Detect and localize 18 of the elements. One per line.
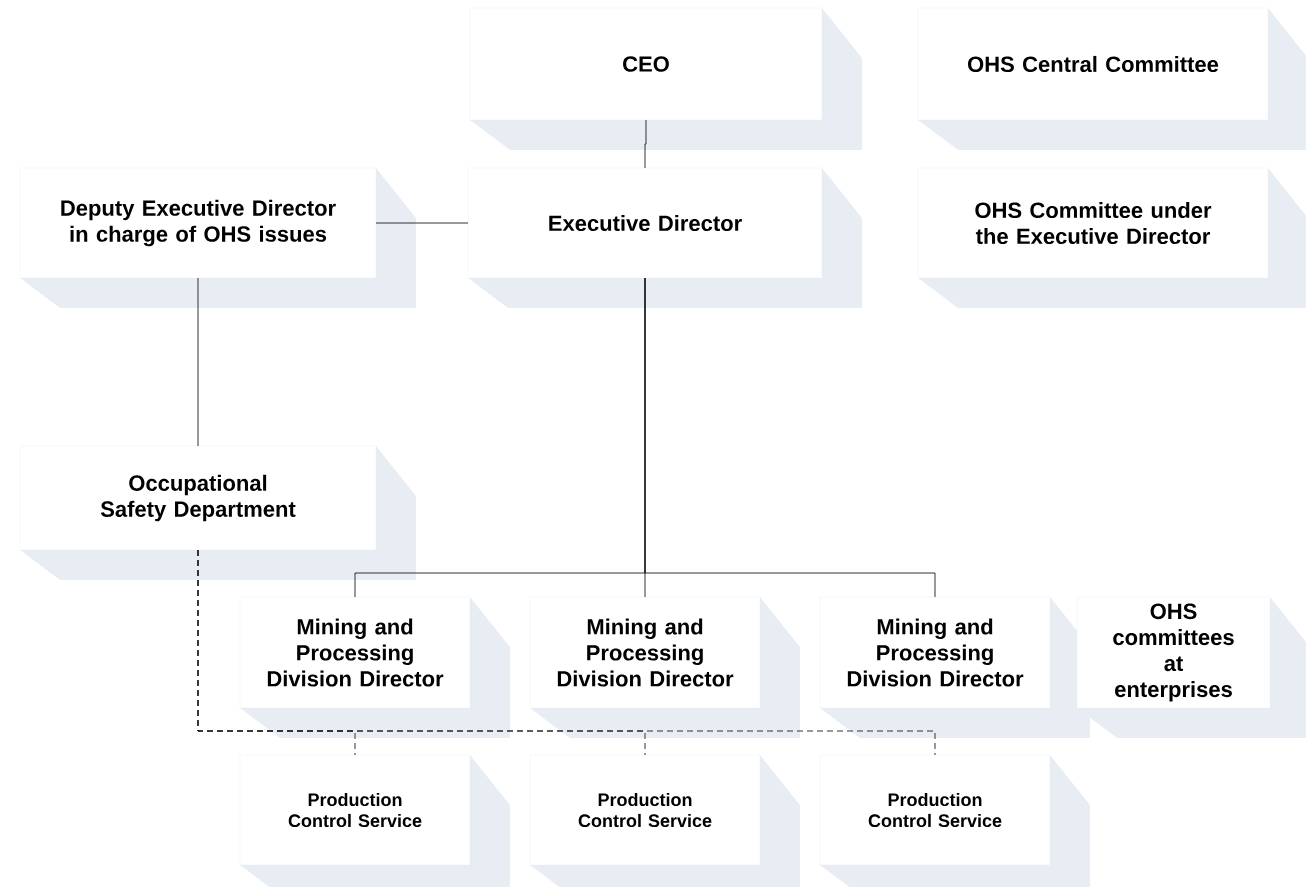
connector-line bbox=[644, 277, 936, 598]
org-box: Deputy Executive Director in charge of OHS issues bbox=[19, 167, 377, 279]
org-box: Mining and Processing Division Director bbox=[819, 596, 1051, 709]
org-box: Mining and Processing Division Director bbox=[239, 596, 471, 709]
org-box: Production Control Service bbox=[529, 754, 761, 866]
connector-line bbox=[197, 277, 199, 447]
org-box: Production Control Service bbox=[819, 754, 1051, 866]
org-box: Occupational Safety Department bbox=[19, 445, 377, 551]
dashed-connector bbox=[197, 549, 936, 756]
connector-line bbox=[644, 119, 647, 169]
org-box: OHS committees at enterprises bbox=[1076, 596, 1271, 709]
org-box: OHS Committee under the Executive Director bbox=[917, 167, 1269, 279]
org-box: Mining and Processing Division Director bbox=[529, 596, 761, 709]
org-box: Executive Director bbox=[467, 167, 823, 279]
org-box: CEO bbox=[469, 7, 823, 121]
connector-line bbox=[375, 222, 469, 224]
org-box: OHS Central Committee bbox=[917, 7, 1269, 121]
org-box: Production Control Service bbox=[239, 754, 471, 866]
